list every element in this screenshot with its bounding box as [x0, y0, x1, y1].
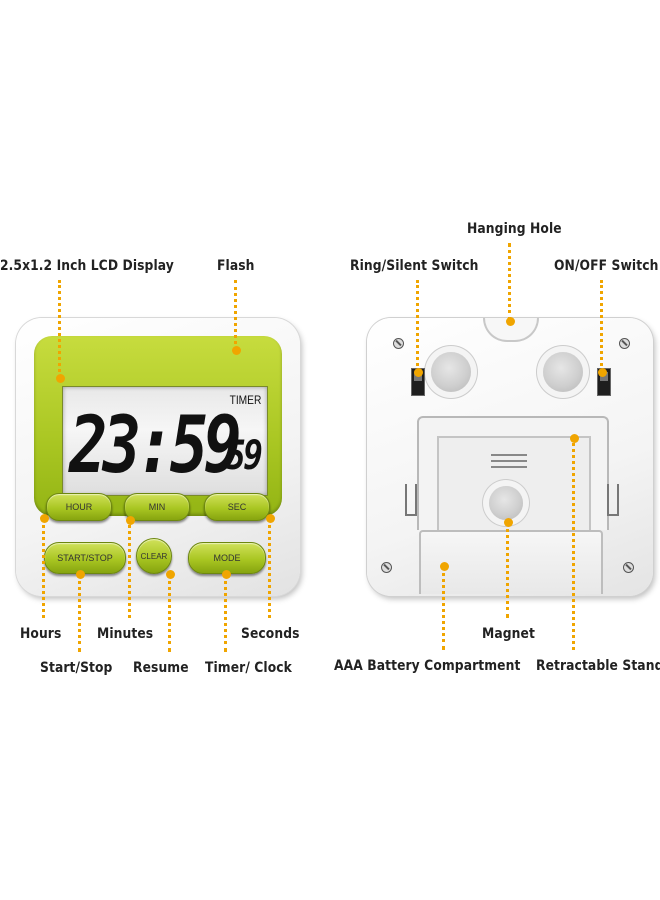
label-magnet: Magnet [482, 626, 535, 642]
screw-icon [381, 562, 392, 573]
leader-start-stop [78, 574, 81, 652]
label-on-off: ON/OFF Switch [554, 258, 659, 274]
screw-icon [619, 338, 630, 349]
leader-seconds [268, 518, 271, 618]
grille-line [491, 454, 527, 456]
screw-icon [393, 338, 404, 349]
lcd-display: TIMER 23:59 59 [62, 386, 268, 496]
label-seconds: Seconds [241, 626, 300, 642]
anchor-lcd-display [56, 374, 65, 383]
anchor-stand [570, 434, 579, 443]
leader-minutes [128, 520, 131, 618]
anchor-start-stop [76, 570, 85, 579]
anchor-magnet [504, 518, 513, 527]
stand-hook-left [405, 484, 417, 516]
anchor-ring-silent [414, 368, 423, 377]
top-right-magnet [543, 352, 583, 392]
anchor-seconds [266, 514, 275, 523]
back-timer-body [367, 318, 653, 596]
clear-button[interactable]: CLEAR [136, 538, 172, 574]
label-resume: Resume [133, 660, 189, 676]
leader-ring-silent [416, 280, 419, 372]
center-magnet [489, 486, 523, 520]
front-timer-body: TIMER 23:59 59 HOUR MIN SEC START/STOP C… [16, 318, 300, 596]
hour-button[interactable]: HOUR [46, 493, 112, 521]
retractable-stand[interactable] [417, 416, 609, 538]
label-start-stop: Start/Stop [40, 660, 113, 676]
stand-hook-right [607, 484, 619, 516]
leader-timer-clock [224, 574, 227, 652]
leader-battery [442, 566, 445, 650]
label-minutes: Minutes [97, 626, 154, 642]
leader-hanging-hole [508, 243, 511, 321]
screw-icon [623, 562, 634, 573]
anchor-hanging-hole [506, 317, 515, 326]
lcd-small-digits: 59 [226, 433, 263, 479]
anchor-on-off [598, 368, 607, 377]
top-left-magnet [431, 352, 471, 392]
lcd-mode-label: TIMER [229, 393, 261, 407]
label-hanging-hole: Hanging Hole [467, 221, 562, 237]
anchor-timer-clock [222, 570, 231, 579]
label-stand: Retractable Stand [536, 658, 660, 674]
lcd-main-digits: 23:59 [69, 401, 242, 491]
stand-inner-frame [437, 436, 591, 538]
label-flash: Flash [217, 258, 255, 274]
anchor-hours [40, 514, 49, 523]
leader-magnet [506, 522, 509, 618]
min-button[interactable]: MIN [124, 493, 190, 521]
grille-line [491, 466, 527, 468]
leader-lcd-display [58, 280, 61, 378]
label-battery: AAA Battery Compartment [334, 658, 521, 674]
sec-button[interactable]: SEC [204, 493, 270, 521]
leader-hours [42, 518, 45, 618]
anchor-battery [440, 562, 449, 571]
green-panel: TIMER 23:59 59 [34, 336, 282, 516]
start-stop-button[interactable]: START/STOP [44, 542, 126, 574]
leader-flash [234, 280, 237, 350]
label-ring-silent: Ring/Silent Switch [350, 258, 479, 274]
anchor-minutes [126, 516, 135, 525]
grille-line [491, 460, 527, 462]
leader-stand [572, 438, 575, 650]
leader-on-off [600, 280, 603, 372]
leader-resume [168, 574, 171, 652]
label-timer-clock: Timer/ Clock [205, 660, 292, 676]
label-hours: Hours [20, 626, 62, 642]
label-lcd-display: 2.5x1.2 Inch LCD Display [0, 258, 174, 274]
anchor-flash [232, 346, 241, 355]
anchor-resume [166, 570, 175, 579]
